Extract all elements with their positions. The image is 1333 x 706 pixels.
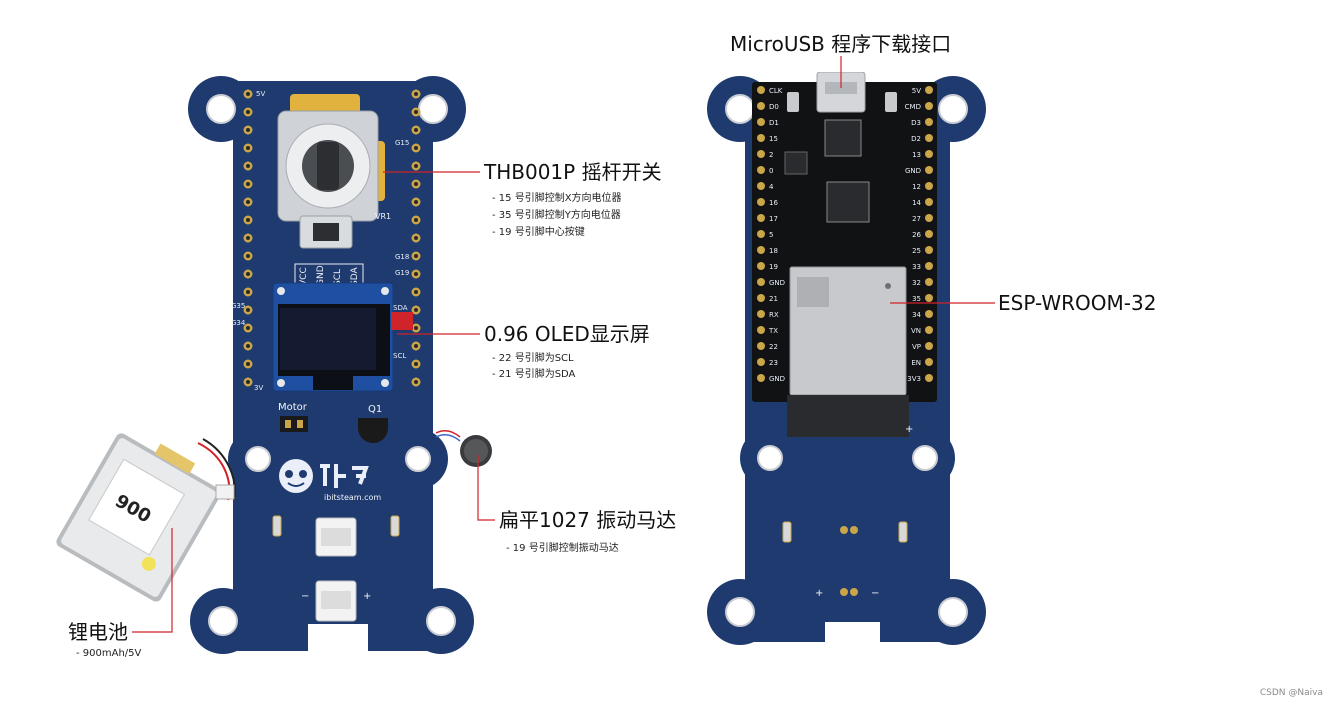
back-pin-r16: VP bbox=[912, 343, 921, 351]
back-pin-l10: 18 bbox=[769, 247, 778, 255]
esp-title: ESP-WROOM-32 bbox=[998, 291, 1157, 315]
back-pin-l16: 22 bbox=[769, 343, 778, 351]
pin-3v: 3V bbox=[254, 384, 263, 392]
back-pin-r5: GND bbox=[905, 167, 921, 175]
back-pin-l9: 5 bbox=[769, 231, 773, 239]
back-pin-l1: D0 bbox=[769, 103, 779, 111]
back-pin-r15: VN bbox=[911, 327, 921, 335]
back-pin-l15: TX bbox=[768, 327, 778, 335]
oled-pin-vcc: VCC bbox=[299, 267, 309, 286]
back-pin-r6: 12 bbox=[912, 183, 921, 191]
logo-subtitle: ibitsteam.com bbox=[324, 493, 381, 502]
oled-pin-sda: SDA bbox=[350, 267, 360, 286]
back-pin-l5: 0 bbox=[769, 167, 773, 175]
back-pin-r14: 34 bbox=[912, 311, 921, 319]
oled-note-1: - 22 号引脚为SCL bbox=[492, 353, 574, 364]
oled-module bbox=[272, 282, 413, 392]
back-pin-r13: 35 bbox=[912, 295, 921, 303]
back-plus: + bbox=[815, 588, 823, 599]
back-pin-r3: D2 bbox=[911, 135, 921, 143]
joystick-title: THB001P 摇杆开关 bbox=[484, 160, 662, 184]
pin-g18: G18 bbox=[395, 253, 409, 261]
back-pin-l13: 21 bbox=[769, 295, 778, 303]
back-pin-l3: 15 bbox=[769, 135, 778, 143]
back-pin-r1: CMD bbox=[905, 103, 921, 111]
back-board: CLK D0 D1 15 2 0 4 16 17 5 18 19 GND 21 … bbox=[707, 72, 986, 652]
back-pin-l14: RX bbox=[769, 311, 779, 319]
vibration-motor bbox=[436, 430, 492, 467]
pin-g35: G35 bbox=[231, 302, 245, 310]
pin-5v: 5V bbox=[256, 90, 265, 98]
front-minus: − bbox=[301, 591, 309, 602]
back-pin-r9: 26 bbox=[912, 231, 921, 239]
back-minus: − bbox=[871, 588, 879, 599]
motor-title: 扁平1027 振动马达 bbox=[499, 508, 677, 532]
oled-note-2: - 21 号引脚为SDA bbox=[492, 369, 576, 380]
joystick-module: VR1 bbox=[277, 94, 391, 249]
lipo-battery: 900 bbox=[56, 433, 236, 602]
back-pin-l12: GND bbox=[769, 279, 785, 287]
oled-pin-scl: SCL bbox=[333, 269, 343, 286]
usb-title: MicroUSB 程序下载接口 bbox=[730, 32, 952, 56]
back-pin-r4: 13 bbox=[912, 151, 921, 159]
back-pin-r11: 33 bbox=[912, 263, 921, 271]
pin-g34: G34 bbox=[231, 319, 246, 327]
joystick-note-1: - 15 号引脚控制X方向电位器 bbox=[492, 193, 622, 204]
back-pin-r17: EN bbox=[911, 359, 921, 367]
watermark: CSDN @Naiva bbox=[1259, 688, 1323, 698]
pin-g19: G19 bbox=[395, 269, 409, 277]
back-pin-r2: D3 bbox=[911, 119, 921, 127]
motor-silk-label: Motor bbox=[278, 402, 308, 413]
pin-scl: SCL bbox=[393, 352, 406, 360]
back-pin-l8: 17 bbox=[769, 215, 778, 223]
back-pin-l11: 19 bbox=[769, 263, 778, 271]
back-pin-r0: 5V bbox=[912, 87, 921, 95]
front-board: 5V G35 G34 3V G15 G18 G19 SDA SCL VR1 VC… bbox=[188, 76, 474, 656]
pin-sda: SDA bbox=[393, 304, 408, 312]
back-pin-r12: 32 bbox=[912, 279, 921, 287]
back-pin-l0: CLK bbox=[769, 87, 783, 95]
back-pin-r8: 27 bbox=[912, 215, 921, 223]
back-pin-r10: 25 bbox=[912, 247, 921, 255]
motor-note-1: - 19 号引脚控制振动马达 bbox=[506, 543, 619, 554]
back-pin-l7: 16 bbox=[769, 199, 778, 207]
pin-g15: G15 bbox=[395, 139, 409, 147]
ibitsteam-logo: ibitsteam.com bbox=[279, 459, 381, 502]
back-pin-l4: 2 bbox=[769, 151, 773, 159]
back-plus-2: + bbox=[905, 424, 913, 435]
back-pin-r7: 14 bbox=[912, 199, 921, 207]
oled-pin-gnd: GND bbox=[316, 265, 326, 286]
back-pin-l18: GND bbox=[769, 375, 785, 383]
joystick-note-2: - 35 号引脚控制Y方向电位器 bbox=[492, 210, 621, 221]
back-pin-l2: D1 bbox=[769, 119, 779, 127]
back-pin-r18: 3V3 bbox=[907, 375, 921, 383]
q1-silk-label: Q1 bbox=[368, 404, 382, 415]
battery-title: 锂电池 bbox=[68, 620, 128, 644]
back-pin-l6: 4 bbox=[769, 183, 774, 191]
oled-title: 0.96 OLED显示屏 bbox=[484, 322, 650, 346]
back-pin-l17: 23 bbox=[769, 359, 778, 367]
joystick-note-3: - 19 号引脚中心按键 bbox=[492, 227, 585, 238]
battery-note-1: - 900mAh/5V bbox=[76, 648, 142, 659]
front-plus: + bbox=[363, 591, 371, 602]
vr1-label: VR1 bbox=[375, 212, 391, 221]
